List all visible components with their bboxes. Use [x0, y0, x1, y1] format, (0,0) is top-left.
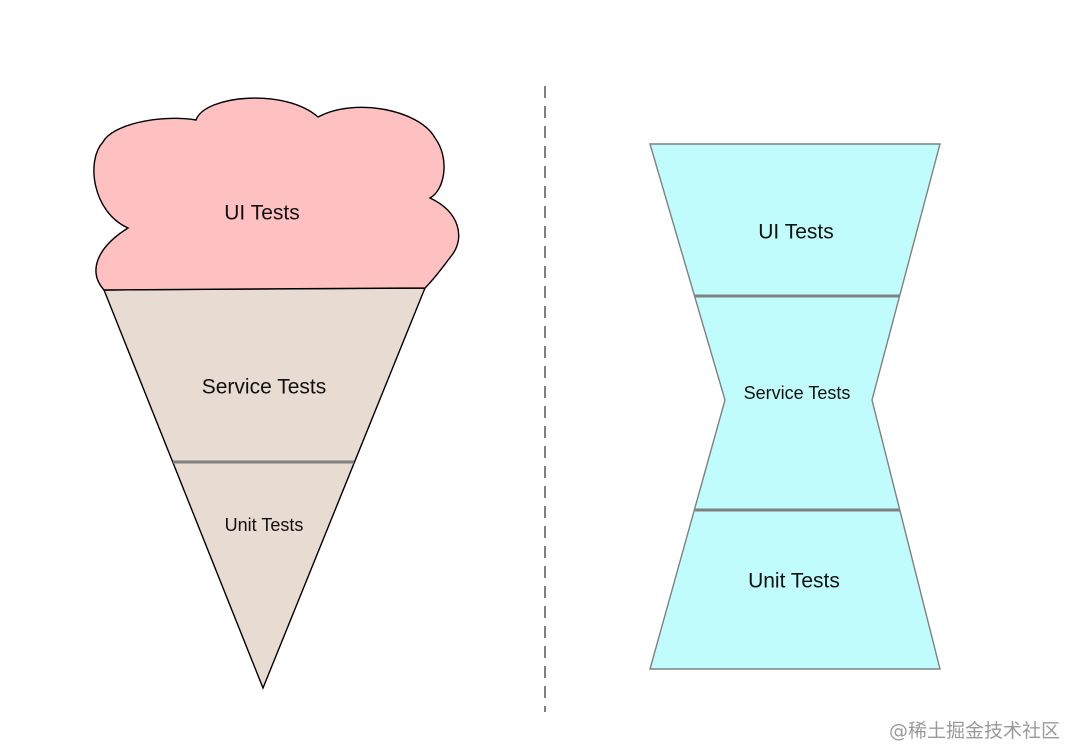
- hourglass-unit-tests-label: Unit Tests: [748, 570, 840, 593]
- watermark-text: @稀土掘金技术社区: [888, 720, 1060, 742]
- hourglass-service-tests-label: Service Tests: [744, 383, 851, 403]
- hourglass-shape: [649, 143, 941, 670]
- ice-cream-cone: UI Tests Service Tests Unit Tests: [93, 97, 460, 690]
- cone-shape: [102, 287, 427, 690]
- hourglass: UI Tests Service Tests Unit Tests: [649, 143, 941, 670]
- cone-ui-tests-label: UI Tests: [224, 202, 299, 225]
- cloud-shape: [93, 97, 460, 291]
- cone-service-tests-label: Service Tests: [202, 376, 327, 399]
- hourglass-ui-tests-label: UI Tests: [758, 221, 833, 244]
- cone-unit-tests-label: Unit Tests: [225, 515, 304, 535]
